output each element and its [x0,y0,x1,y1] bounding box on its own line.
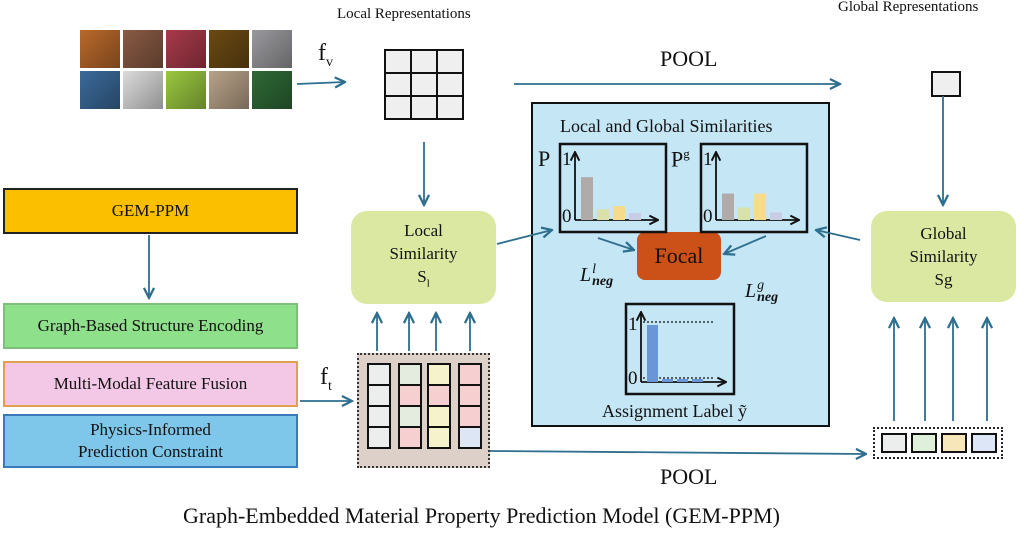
assignment-label-chart-frame [624,302,736,396]
global-similarity-line1: Global [920,224,967,243]
material-image-coins [209,71,249,109]
arrow-pl-to-focal [597,237,634,250]
material-image-ornament [209,30,249,68]
arrow-pg-to-focal [724,235,767,254]
global-representations-label: Global Representations [838,0,979,15]
p-global-chart-ytick-0: 0 [703,206,713,227]
global-vector-cell [941,433,967,453]
gem-ppm-box: GEM-PPM [3,188,298,234]
arrow-images-to-local [296,82,345,84]
local-similarity-line2: Similarity [389,244,458,264]
p-global-label: Pg [671,146,690,172]
local-similarity-line1: Local [404,221,443,241]
focal-loss-box: Focal [637,232,721,280]
p-global-chart-bar-c2 [738,207,750,220]
figure-caption: Graph-Embedded Material Property Predict… [183,503,780,528]
p-global-chart-bar-c4 [770,212,782,220]
global-vector-cell [971,433,997,453]
text-feature-matrix [357,353,490,468]
assignment-label-chart-bar-c1 [647,325,658,382]
assignment-label-chart-bar-c2 [662,379,673,382]
p-local-chart-ytick-0: 0 [562,206,572,227]
multi-modal-feature-fusion-box: Multi-Modal Feature Fusion [3,361,298,407]
ft-label: ft [320,364,332,394]
local-representation-grid [384,49,464,120]
p-global-chart-frame [699,142,809,234]
assignment-label-chart-bar-c4 [692,379,703,382]
global-text-vector [873,427,1003,459]
p-local-chart-frame [558,142,668,234]
arrow-global-sim-to-panel [816,230,861,241]
assignment-label-chart-ytick-0: 0 [628,368,638,389]
material-image-pottery [123,30,163,68]
assignment-label-chart-ytick-1: 1 [628,314,638,335]
arrow-local-sim-to-panel [496,230,552,245]
fv-label: fv [318,40,333,70]
matrix-cell [458,426,482,449]
local-similarity-box: Local Similarity Sl [351,211,496,304]
material-image-glass-building [80,71,120,109]
physics-informed-prediction-constraint-box: Physics-Informed Prediction Constraint [3,414,298,468]
global-similarity-box: Global Similarity Sg [871,211,1016,302]
global-representation-cell [931,71,961,97]
global-similarity-symbol: Sg [934,270,953,289]
material-image-metal-mesh [252,30,292,68]
graph-based-structure-encoding-box: Graph-Based Structure Encoding [3,303,298,349]
assignment-label-chart-bar-c3 [677,379,688,382]
p-global-chart-ytick-1: 1 [703,149,713,170]
p-local-chart-bar-c2 [597,209,609,220]
pool-top-label: POOL [660,46,718,71]
arrow-pool-bottom [489,451,866,454]
material-image-paper [123,71,163,109]
global-vector-cell [911,433,937,453]
local-similarity-symbol: Sl [417,267,430,290]
p-local-chart-bar-c4 [629,213,641,220]
global-vector-cell [881,433,907,453]
material-image-wood [80,30,120,68]
matrix-cell [427,426,451,449]
assignment-label: Assignment Label ỹ [602,401,747,421]
p-local-chart-bar-c1 [581,177,593,220]
material-image-circuit [252,71,292,109]
p-local-label: P [538,146,551,171]
p-global-chart-bar-c1 [722,193,734,220]
global-similarity-line2: Similarity [909,247,978,266]
matrix-cell [398,426,422,449]
material-image-fabric [166,30,206,68]
material-image-plastic [166,71,206,109]
panel-title: Local and Global Similarities [560,116,773,136]
p-local-chart-bar-c3 [613,206,625,220]
pool-bottom-label: POOL [660,464,718,489]
local-representations-label: Local Representations [337,6,471,22]
material-images-grid [80,30,295,140]
p-local-chart-ytick-1: 1 [562,149,572,170]
matrix-cell [367,426,391,449]
p-global-chart-bar-c3 [754,193,766,220]
